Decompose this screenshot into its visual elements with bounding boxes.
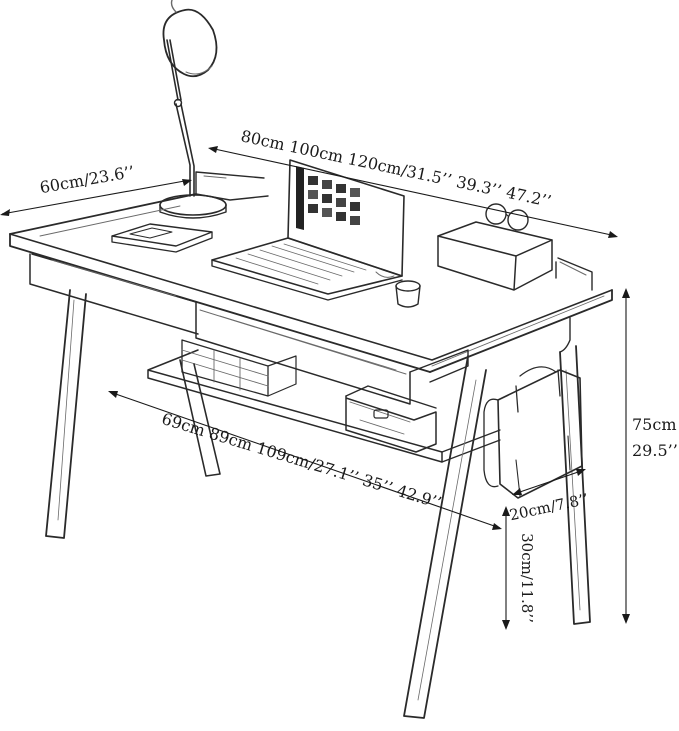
hanging-bag (483, 366, 583, 499)
storage-box (437, 203, 553, 291)
cup (395, 280, 421, 308)
height-cm-label: 75cm (632, 415, 677, 434)
desk-legs (45, 289, 591, 719)
bag-height-label: 30cm/11.8’’ (518, 533, 536, 623)
desk-lamp (159, 0, 227, 219)
desk-back-rail (195, 171, 593, 291)
laptop (211, 159, 405, 301)
lower-shelf (147, 339, 501, 463)
notebook (111, 223, 213, 253)
height-in-label: 29.5’’ (632, 441, 678, 460)
top-width-label: 80cm 100cm 120cm/31.5’’ 39.3’’ 47.2’’ (239, 126, 553, 210)
pulled-out-drawer (345, 385, 437, 453)
desk-top (9, 193, 613, 373)
desk-apron (29, 253, 571, 405)
laptop-screen-tiles (296, 166, 360, 230)
dimension-lines (0, 146, 630, 630)
